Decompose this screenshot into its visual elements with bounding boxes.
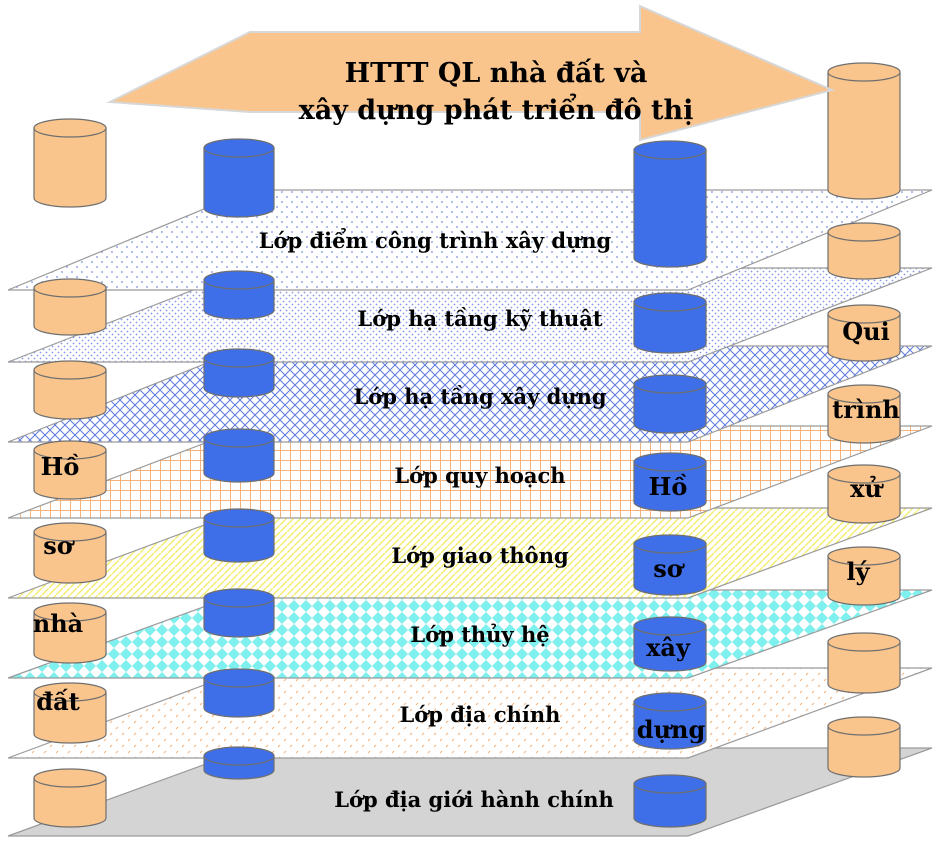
blue-column-word: dựng [637,715,706,744]
left-column-word: sơ [43,531,75,560]
layer-label: Lớp hạ tầng xây dựng [353,384,606,409]
orange-cylinder [827,62,901,200]
right-column-word: Qui [842,317,889,346]
blue-cylinder [633,616,707,672]
layer-label: Lớp hạ tầng kỹ thuật [357,306,602,331]
blue-cylinder [633,692,707,750]
blue-column-word: xây [646,633,691,662]
orange-cylinder [827,632,901,694]
layer-label: Lớp địa giới hành chính [334,787,614,812]
blue-cylinder [203,428,275,483]
blue-cylinder [203,746,275,780]
orange-cylinder [33,118,107,208]
orange-cylinder [827,464,901,524]
blue-cylinder [633,534,707,596]
orange-cylinder [33,522,107,584]
left-column-word: nhà [33,609,83,638]
orange-cylinder [827,546,901,606]
orange-cylinder [33,682,107,744]
left-column-word: đất [36,687,79,716]
blue-cylinder [633,774,707,828]
blue-cylinder [203,270,275,320]
title-arrow: HTTT QL nhà đất và xây dựng phát triển đ… [106,4,836,142]
orange-cylinder [33,768,107,828]
orange-cylinder [33,360,107,420]
blue-column-word: Hồ [649,472,688,501]
orange-cylinder [33,440,107,500]
orange-cylinder [827,304,901,362]
orange-cylinder [827,716,901,778]
orange-cylinder [33,278,107,336]
layer-label: Lớp quy hoạch [394,463,565,488]
layer-label: Lớp thủy hệ [410,622,549,647]
title-line-1: HTTT QL nhà đất và [345,57,648,89]
right-column-word: trình [832,395,900,424]
orange-cylinder [33,602,107,664]
blue-cylinder [633,452,707,512]
right-column-word: lý [846,557,870,586]
layer-label: Lớp địa chính [400,702,561,727]
layer-label: Lớp điểm công trình xây dựng [259,228,612,253]
arrow-shape [106,4,836,142]
left-column-word: Hồ [41,452,80,481]
blue-cylinder [203,508,275,563]
blue-cylinder [203,588,275,638]
right-column-word: xử [850,474,884,503]
blue-cylinder [203,348,275,398]
blue-cylinder [633,292,707,354]
blue-cylinder [203,668,275,718]
blue-cylinder [203,138,275,218]
layer-label: Lớp giao thông [391,543,569,568]
blue-column-word: sơ [653,554,685,583]
orange-cylinder [827,222,901,280]
blue-cylinder [633,140,707,268]
blue-cylinder [633,374,707,434]
title-line-2: xây dựng phát triển đô thị [299,92,694,126]
orange-cylinder [827,384,901,444]
